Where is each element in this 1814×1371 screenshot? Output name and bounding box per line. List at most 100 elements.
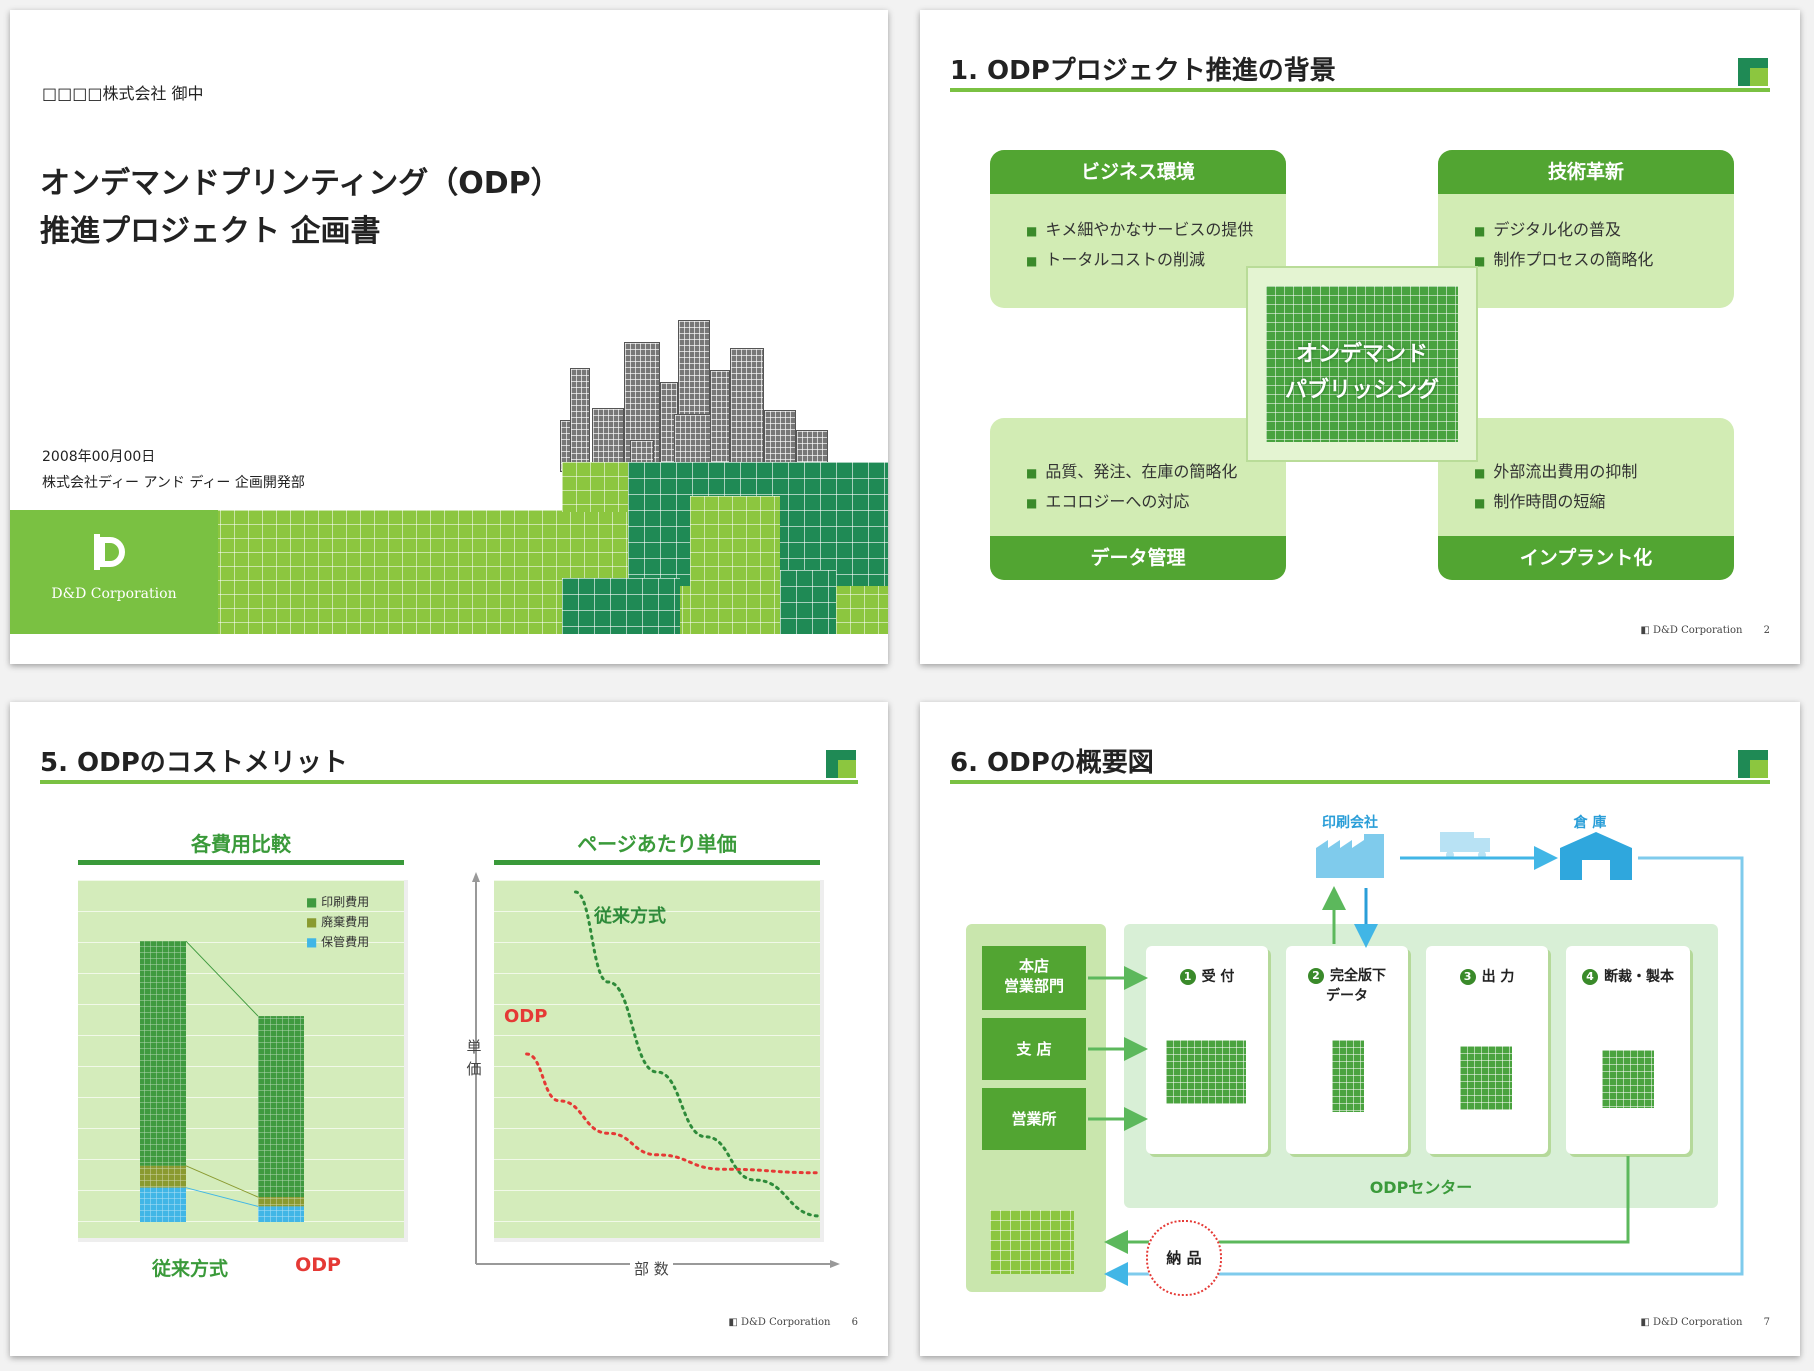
footer: ◧ D&D Corporation 7 xyxy=(1640,1317,1770,1328)
box-title: インプラント化 xyxy=(1438,536,1734,580)
warehouse-icon xyxy=(1560,832,1632,880)
bullet-item: 制作時間の短縮 xyxy=(1474,488,1637,512)
box-title: ビジネス環境 xyxy=(990,150,1286,194)
heading-rule xyxy=(950,780,1770,784)
book-stack-icon xyxy=(1602,1050,1654,1108)
bullet-item: 制作プロセスの簡略化 xyxy=(1474,246,1653,270)
bullet-item: エコロジーへの対応 xyxy=(1026,488,1237,512)
right-chart-title: ページあたり単価 xyxy=(577,832,737,856)
addressee: □□□□株式会社 御中 xyxy=(42,84,204,103)
legend-item-print: ■ 印刷費用 xyxy=(306,895,370,909)
dd-logo-icon xyxy=(88,532,128,572)
slide-heading: 5. ODPのコストメリット xyxy=(40,748,348,778)
department: 株式会社ディー アンド ディー 企画開発部 xyxy=(42,475,305,491)
slide-title[interactable]: □□□□株式会社 御中 オンデマンドプリンティング（ODP） 推進プロジェクト … xyxy=(10,10,888,664)
left-chart-title: 各費用比較 xyxy=(191,832,291,856)
footer-logo-icon: ◧ xyxy=(728,1317,738,1328)
y-axis-label: 単価 xyxy=(466,1038,482,1078)
reception-desk-icon xyxy=(1166,1040,1246,1104)
box-title: データ管理 xyxy=(990,536,1286,580)
page-number: 2 xyxy=(1763,625,1770,636)
footer-brand: D&D Corporation xyxy=(741,1317,831,1328)
stacked-bar-chart xyxy=(140,940,304,1222)
footer: ◧ D&D Corporation 2 xyxy=(1640,625,1770,636)
unit-price-chart xyxy=(472,872,840,1268)
bullet-list: 品質、発注、在庫の簡略化 エコロジーへの対応 xyxy=(1026,458,1237,518)
right-chart-rule xyxy=(494,860,820,865)
logo-panel: D&D Corporation xyxy=(10,510,218,634)
center-label-2: パブリッシング xyxy=(1284,378,1439,403)
box-data-management: 品質、発注、在庫の簡略化 エコロジーへの対応 データ管理 xyxy=(990,418,1286,580)
footer-logo-icon: ◧ xyxy=(1640,1317,1650,1328)
server-icon xyxy=(1332,1040,1364,1112)
page-number: 7 xyxy=(1763,1317,1770,1328)
corner-mark-icon xyxy=(1738,58,1768,86)
factory-icon xyxy=(1314,834,1386,878)
box-business-environment: ビジネス環境 キメ細やかなサービスの提供 トータルコストの削減 xyxy=(990,150,1286,308)
series-line-従来方式 xyxy=(574,890,822,1218)
source-head-office[interactable]: 本店 営業部門 xyxy=(982,946,1086,1010)
connector-line xyxy=(185,1165,259,1198)
box-title: 技術革新 xyxy=(1438,150,1734,194)
x-axis-label: 部 数 xyxy=(630,1258,673,1279)
bullet-item: トータルコストの削減 xyxy=(1026,246,1253,270)
green-grid-block-2 xyxy=(690,496,780,634)
left-chart-rule xyxy=(78,860,404,865)
series-line-ODP xyxy=(525,1052,822,1175)
bullet-item: 品質、発注、在庫の簡略化 xyxy=(1026,458,1237,482)
logo-text: D&D Corporation xyxy=(51,586,177,602)
bullet-item: 外部流出費用の抑制 xyxy=(1474,458,1637,482)
bullet-list: デジタル化の普及 制作プロセスの簡略化 xyxy=(1474,216,1653,276)
slide-cost-merit[interactable]: 5. ODPのコストメリット 各費用比較 ■ 印刷費用 ■ 廃棄費用 ■ 保管費… xyxy=(10,702,888,1356)
corner-mark-icon xyxy=(1738,750,1768,778)
bullet-item: キメ細やかなサービスの提供 xyxy=(1026,216,1253,240)
printer-icon xyxy=(1460,1046,1512,1110)
legend: ■ 印刷費用 ■ 廃棄費用 ■ 保管費用 xyxy=(306,892,369,952)
center-grid xyxy=(1266,286,1458,442)
connector-line xyxy=(185,1187,259,1207)
right-chart-area xyxy=(494,880,824,1242)
footer-logo-icon: ◧ xyxy=(1640,625,1650,636)
city-skyline xyxy=(560,310,850,472)
dark-grid-block-3 xyxy=(780,570,836,634)
odp-center-label: ODPセンター xyxy=(1369,1178,1473,1197)
box-implant: 外部流出費用の抑制 制作時間の短縮 インプラント化 xyxy=(1438,418,1734,580)
page-number: 6 xyxy=(851,1317,858,1328)
warehouse-label: 倉 庫 xyxy=(1573,815,1607,831)
building-icon xyxy=(990,1210,1074,1274)
date: 2008年00月00日 xyxy=(42,449,156,465)
x-label-conventional: 従来方式 xyxy=(151,1258,228,1280)
series-label-conventional: 従来方式 xyxy=(594,906,666,927)
source-line-2: 営業部門 xyxy=(1003,977,1064,995)
slide-heading: 1. ODPプロジェクト推進の背景 xyxy=(950,56,1336,86)
source-line-1: 本店 xyxy=(1018,957,1049,975)
source-sales-office[interactable]: 営業所 xyxy=(982,1088,1086,1150)
delivery-label: 納 品 xyxy=(1146,1220,1222,1296)
bullet-list: 外部流出費用の抑制 制作時間の短縮 xyxy=(1474,458,1637,518)
legend-item-waste: ■ 廃棄費用 xyxy=(306,915,370,929)
source-branch[interactable]: 支 店 xyxy=(982,1018,1086,1080)
footer-brand: D&D Corporation xyxy=(1653,625,1743,636)
heading-rule xyxy=(40,780,858,784)
connector-line xyxy=(185,940,259,1017)
corner-mark-icon xyxy=(826,750,856,778)
left-chart-area xyxy=(78,880,408,1242)
footer: ◧ D&D Corporation 6 xyxy=(728,1317,858,1328)
flow-arrows xyxy=(1088,846,1744,1286)
printer-label: 印刷会社 xyxy=(1322,815,1378,831)
center-label-1: オンデマンド xyxy=(1295,342,1428,367)
title-line-2: 推進プロジェクト 企画書 xyxy=(40,214,381,249)
slide-background[interactable]: 1. ODPプロジェクト推進の背景 ビジネス環境 キメ細やかなサービスの提供 ト… xyxy=(920,10,1800,664)
bullet-item: デジタル化の普及 xyxy=(1474,216,1653,240)
legend-item-storage: ■ 保管費用 xyxy=(306,935,370,949)
bullet-list: キメ細やかなサービスの提供 トータルコストの削減 xyxy=(1026,216,1253,276)
